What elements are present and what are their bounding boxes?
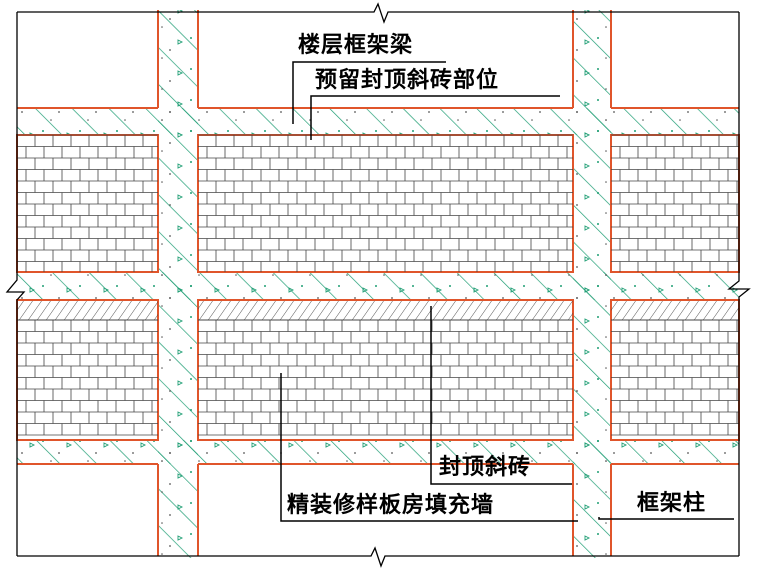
wall-upper-left — [16, 134, 159, 273]
break-line-right — [727, 12, 751, 556]
wall-lower-left-outline — [16, 299, 159, 441]
leader-reserved-top — [310, 95, 560, 140]
slant-top-bricks — [17, 301, 739, 321]
leader-infill-wall — [280, 373, 578, 522]
beam-top-aggregate — [17, 108, 739, 135]
wall-lower-right — [610, 299, 740, 441]
beam-bottom-aggregate — [17, 440, 739, 464]
beam-middle-aggregate — [17, 272, 739, 300]
leader-lines — [280, 61, 734, 522]
label-reserved-top-brick: 预留封顶斜砖部位 — [315, 67, 499, 93]
wall-lower-middle — [197, 299, 574, 441]
concrete-members — [17, 10, 739, 558]
column-left-aggregate — [158, 10, 198, 558]
wall-lower-right-outline — [610, 299, 740, 441]
void-bottom-left — [17, 464, 158, 558]
wall-lower-middle-outline — [197, 299, 574, 441]
wall-upper-middle-outline — [197, 134, 574, 273]
break-line-top — [17, 2, 739, 24]
label-infill-wall: 精装修样板房填充墙 — [287, 492, 494, 518]
leader-slant-brick — [430, 306, 572, 485]
void-bottom-right — [611, 464, 739, 558]
brick-infill — [16, 134, 740, 441]
column-right-aggregate — [573, 10, 611, 558]
void-top-middle — [198, 10, 573, 108]
wall-upper-left-outline — [16, 134, 159, 273]
void-top-left — [17, 10, 158, 108]
wall-upper-right — [610, 134, 740, 273]
slant-middle — [198, 301, 573, 320]
leader-floor-beam — [292, 61, 446, 124]
wall-upper-middle — [197, 134, 574, 273]
leader-frame-column — [598, 517, 734, 520]
label-frame-column: 框架柱 — [637, 490, 706, 516]
break-line-bottom — [17, 546, 739, 568]
break-lines — [5, 2, 751, 568]
label-top-slant-brick: 封顶斜砖 — [439, 454, 531, 480]
label-floor-frame-beam: 楼层框架梁 — [298, 32, 413, 58]
void-top-right — [611, 10, 739, 108]
wall-lower-left — [16, 299, 159, 441]
wall-upper-right-outline — [610, 134, 740, 273]
slant-left — [17, 301, 158, 320]
void-bottom-middle — [198, 464, 573, 558]
break-line-left — [5, 12, 26, 556]
slant-right — [611, 301, 739, 320]
